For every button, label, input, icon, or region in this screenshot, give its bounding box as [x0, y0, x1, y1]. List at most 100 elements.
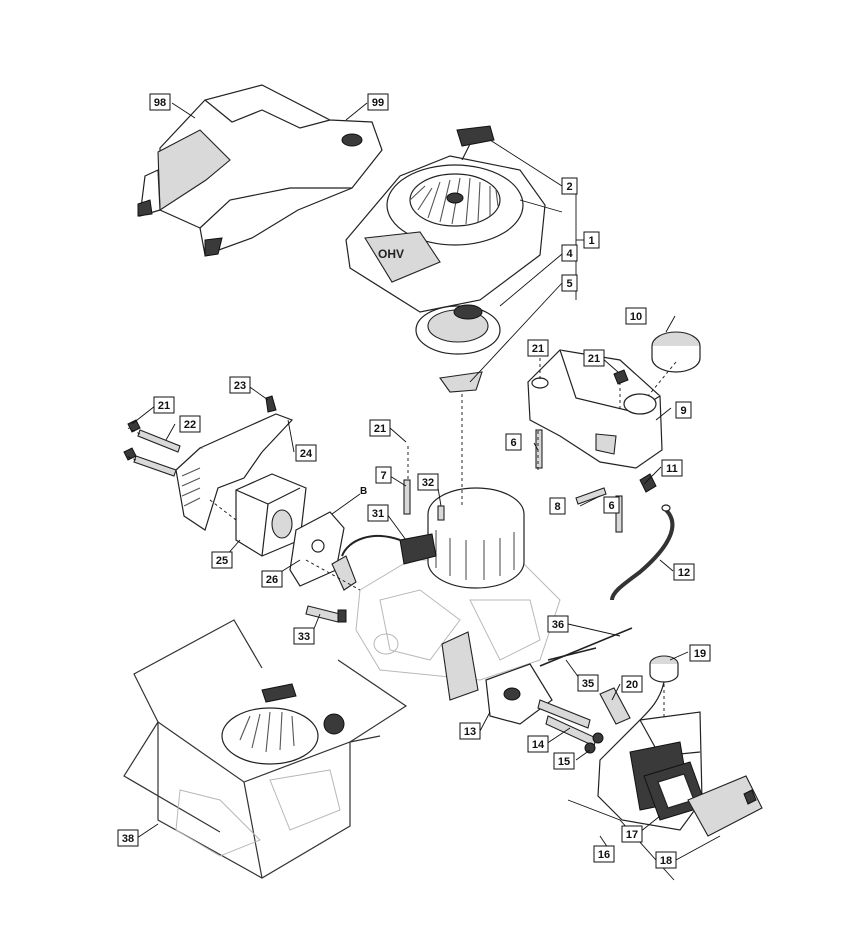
callout-box [153, 396, 175, 414]
callout-number: 11 [666, 463, 678, 475]
callout-tag-35: 35 [577, 674, 599, 692]
fuel-tank-drawing [527, 331, 701, 601]
callout-tag-21: 21 [369, 419, 391, 437]
callout-box [689, 644, 711, 662]
callout-tag-6: 6 [505, 433, 522, 451]
callout-number: 21 [588, 353, 600, 365]
callout-tag-13: 13 [459, 722, 481, 740]
callout-box [505, 433, 522, 451]
callout-number: 12 [678, 567, 690, 579]
callout-number: 20 [626, 679, 638, 691]
callout-box [417, 473, 439, 491]
callout-number: 9 [680, 405, 686, 417]
callout-number: 38 [122, 833, 134, 845]
callout-number: 33 [298, 631, 310, 643]
callout-box [149, 93, 171, 111]
callout-box [547, 615, 569, 633]
callout-box [561, 274, 578, 292]
callout-number: 98 [154, 97, 166, 109]
callout-box [549, 497, 566, 515]
muffler-drawing [123, 395, 345, 587]
engine-block-drawing [305, 479, 561, 681]
callout-box [655, 851, 677, 869]
callout-number: 6 [608, 500, 614, 512]
callout-tag-98: 98 [149, 93, 171, 111]
callout-leader-lines [131, 102, 721, 881]
callout-box [621, 825, 643, 843]
callout-tag-26: 26 [261, 570, 283, 588]
callout-box [577, 674, 599, 692]
callout-tag-7: 7 [375, 466, 392, 484]
air-filter-drawing [597, 655, 763, 837]
callout-tag-14: 14 [527, 735, 549, 753]
callout-number: 8 [554, 501, 560, 513]
callout-tag-11: 11 [661, 459, 683, 477]
callout-box [583, 231, 600, 249]
callout-box [621, 675, 643, 693]
callout-box [229, 376, 251, 394]
callout-box [583, 349, 605, 367]
callout-box [367, 504, 389, 522]
callout-box [117, 829, 139, 847]
callout-box [603, 496, 620, 514]
callout-tag-21: 21 [583, 349, 605, 367]
callout-number: 21 [532, 343, 544, 355]
callout-tag-2: 2 [561, 177, 578, 195]
assembly-marker-b: B [360, 486, 367, 497]
callout-tag-33: 33 [293, 627, 315, 645]
ohv-logo-text: OHV [378, 247, 404, 261]
callout-number: 2 [566, 181, 572, 193]
callout-tag-31: 31 [367, 504, 389, 522]
callout-box [211, 551, 233, 569]
callout-box [673, 563, 695, 581]
callout-number: 31 [372, 508, 384, 520]
callout-number: 14 [532, 739, 545, 751]
callout-number: 10 [630, 311, 642, 323]
callout-box [179, 415, 201, 433]
callout-number: 22 [184, 419, 196, 431]
callout-box [561, 244, 578, 262]
callout-tag-8: 8 [549, 497, 566, 515]
callout-number: 6 [510, 437, 516, 449]
callout-box [367, 93, 389, 111]
callout-box [369, 419, 391, 437]
callout-number: 13 [464, 726, 476, 738]
callout-tag-23: 23 [229, 376, 251, 394]
part-number-callouts: 1245667891011121314151617181920212121212… [117, 93, 711, 869]
callout-box [295, 444, 317, 462]
callout-tag-21: 21 [153, 396, 175, 414]
callout-tag-36: 36 [547, 615, 569, 633]
callout-box [261, 570, 283, 588]
callout-tag-18: 18 [655, 851, 677, 869]
callout-number: 21 [158, 400, 170, 412]
callout-box [561, 177, 578, 195]
callout-tag-32: 32 [417, 473, 439, 491]
callout-tag-21: 21 [527, 339, 549, 357]
callout-tag-38: 38 [117, 829, 139, 847]
recoil-starter-drawing: OHV [345, 125, 546, 393]
callout-box [661, 459, 683, 477]
callout-number: 16 [598, 849, 610, 861]
callout-number: 36 [552, 619, 564, 631]
callout-number: 35 [582, 678, 594, 690]
callout-number: 19 [694, 648, 706, 660]
callout-tag-1: 1 [583, 231, 600, 249]
callout-tag-25: 25 [211, 551, 233, 569]
callout-box [527, 339, 549, 357]
callout-number: 7 [380, 470, 386, 482]
callout-number: 25 [216, 555, 228, 567]
engine-top-cover-drawing [137, 84, 383, 257]
callout-tag-16: 16 [593, 845, 615, 863]
callout-tag-24: 24 [295, 444, 317, 462]
callout-number: 4 [566, 248, 573, 260]
callout-tag-12: 12 [673, 563, 695, 581]
callout-number: 21 [374, 423, 386, 435]
callout-tag-99: 99 [367, 93, 389, 111]
callout-number: 15 [558, 756, 570, 768]
callout-number: 23 [234, 380, 246, 392]
callout-number: 17 [626, 829, 638, 841]
callout-box [375, 466, 392, 484]
callout-box [625, 307, 647, 325]
callout-box [593, 845, 615, 863]
